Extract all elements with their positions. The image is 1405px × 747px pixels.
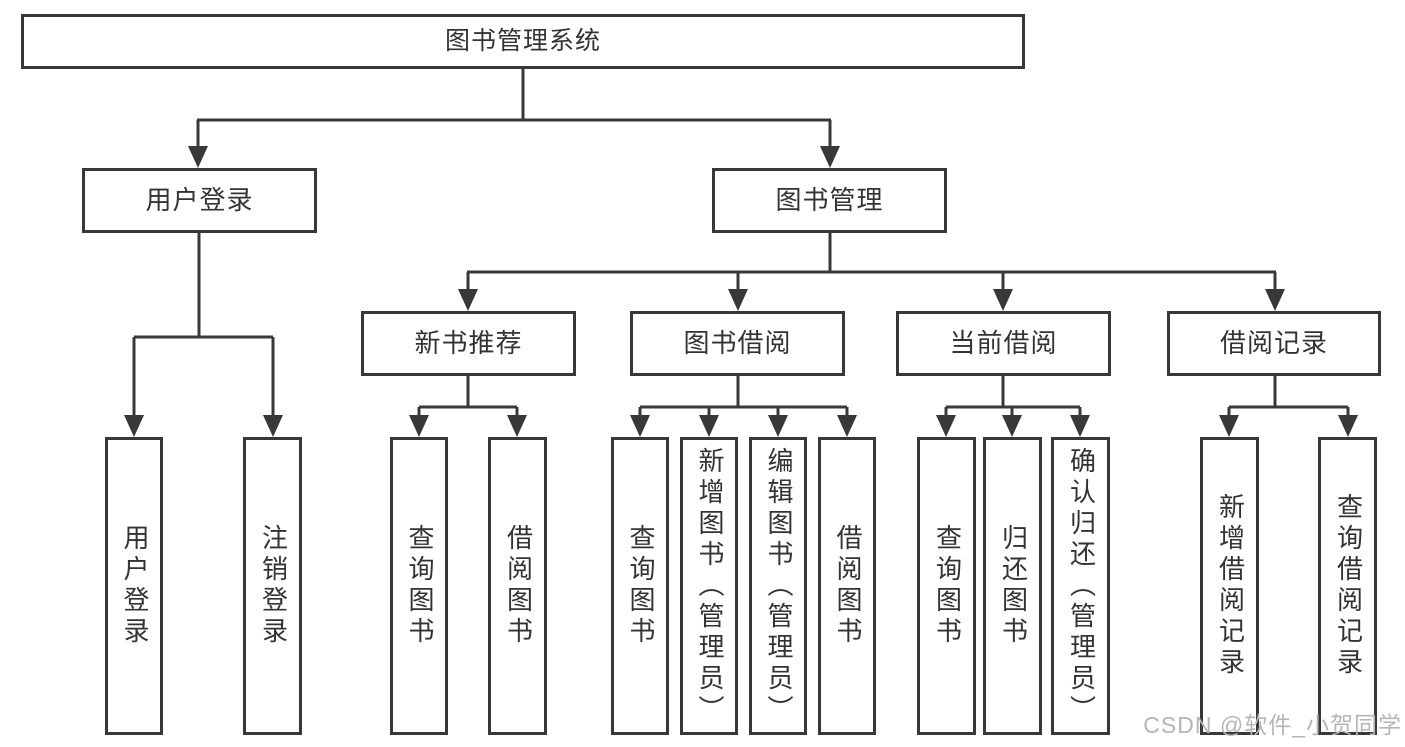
node-current-borrowing: 当前借阅 [896,311,1111,376]
leaf-query-books-recommend: 查询图书 [390,437,448,735]
leaf-add-borrowing-record: 新增借阅记录 [1200,437,1259,735]
leaf-query-books-borrow: 查询图书 [611,437,669,735]
leaf-query-borrowing-record: 查询借阅记录 [1318,437,1377,735]
leaf-return-books: 归还图书 [983,437,1042,735]
leaf-borrow-books-recommend: 借阅图书 [488,437,547,735]
watermark-text: CSDN @软件_小贺同学 [1143,712,1402,738]
leaf-borrow-books-borrow: 借阅图书 [818,437,876,735]
leaf-add-books-admin: 新增图书（管理员） [680,437,738,735]
connector-lines [132,69,1350,419]
leaf-edit-books-admin: 编辑图书（管理员） [749,437,807,735]
node-borrowing-records: 借阅记录 [1167,311,1381,376]
leaf-confirm-return-admin: 确认归还（管理员） [1051,437,1110,735]
node-book-management: 图书管理 [712,168,947,233]
node-library-management-system: 图书管理系统 [21,14,1025,69]
leaf-user-login: 用户登录 [105,437,163,735]
leaf-query-books-current: 查询图书 [917,437,976,735]
arrowheads [124,146,1358,437]
leaf-logout: 注销登录 [243,437,302,735]
node-book-borrowing: 图书借阅 [630,311,845,376]
node-user-login: 用户登录 [82,168,317,233]
node-new-book-recommendation: 新书推荐 [361,311,576,376]
